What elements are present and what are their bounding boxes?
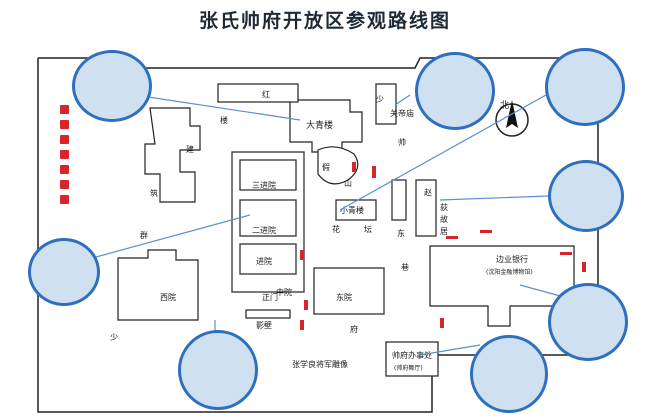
san-jin-yuan bbox=[239, 159, 297, 191]
label-san-jin-yuan: 三进院 bbox=[252, 180, 276, 190]
label-office-sub: (帅府舞厅) bbox=[394, 364, 423, 372]
label-tan: 坛 bbox=[364, 224, 372, 234]
west-building-cluster bbox=[144, 107, 201, 203]
label-guan-di-miao: 关帝庙 bbox=[390, 108, 414, 118]
label-jin-yuan: 进院 bbox=[256, 256, 272, 266]
label-bank-sub: (沈阳金融博物馆) bbox=[486, 268, 533, 276]
photo-icon bbox=[415, 52, 495, 130]
ying-bi bbox=[245, 309, 291, 319]
label-xiang: 巷 bbox=[401, 263, 409, 272]
er-jin-yuan bbox=[239, 199, 297, 237]
xiao-qing-lou-building bbox=[335, 199, 377, 221]
da-qing-lou-building bbox=[289, 99, 363, 153]
bank-building bbox=[429, 245, 575, 327]
north-arrow-icon: 北 bbox=[495, 100, 529, 137]
label-dong: 东 bbox=[397, 228, 405, 238]
west-courtyard bbox=[117, 249, 199, 321]
east-lane-building bbox=[391, 179, 407, 221]
label-dong-yuan: 东院 bbox=[336, 292, 352, 302]
label-bank: 边业银行 bbox=[496, 254, 528, 264]
label-xi-yuan: 西院 bbox=[160, 292, 176, 302]
red-building bbox=[217, 83, 299, 103]
page-title: 张氏帅府开放区参观路线图 bbox=[198, 10, 451, 32]
label-shuai: 帅 bbox=[398, 137, 406, 147]
label-hua: 花 bbox=[332, 224, 340, 234]
label-shao: 少 bbox=[376, 95, 384, 104]
label-xiao-qing-lou: 小青楼 bbox=[340, 205, 364, 215]
label-statue: 张学良将军雕像 bbox=[292, 359, 348, 369]
label-zhong-yuan: 中院 bbox=[276, 287, 292, 297]
label-da-qing-lou: 大青楼 bbox=[306, 119, 333, 131]
photo-icon bbox=[178, 330, 258, 410]
photo-icon bbox=[28, 238, 100, 306]
photo-icon bbox=[72, 50, 152, 122]
rockery bbox=[317, 146, 359, 185]
label-zhu: 筑 bbox=[150, 188, 158, 198]
label-qun: 群 bbox=[140, 230, 148, 240]
label-shao-bottom: 少 bbox=[110, 333, 118, 342]
zhao-residence bbox=[415, 179, 437, 237]
photo-icon bbox=[470, 335, 548, 413]
guan-di-miao bbox=[375, 83, 397, 125]
label-jian: 建 bbox=[186, 144, 194, 154]
label-lou: 楼 bbox=[220, 115, 228, 125]
east-courtyard bbox=[313, 267, 385, 315]
photo-icon bbox=[545, 48, 625, 126]
label-shan: 山 bbox=[344, 178, 352, 188]
label-huo: 荻 bbox=[440, 202, 448, 212]
label-jia: 假 bbox=[322, 163, 330, 172]
label-gu: 故 bbox=[440, 214, 448, 224]
route-markers bbox=[300, 162, 586, 330]
yi-jin-yuan bbox=[239, 243, 297, 275]
label-office: 帅府办事处 bbox=[392, 350, 432, 360]
legend-icon bbox=[60, 105, 70, 210]
label-fu: 府 bbox=[350, 324, 358, 334]
office-building bbox=[385, 341, 439, 377]
label-zhao: 赵 bbox=[424, 187, 432, 197]
photo-icon bbox=[548, 283, 628, 361]
label-er-jin-yuan: 二进院 bbox=[252, 225, 276, 235]
label-red: 红 bbox=[262, 89, 270, 99]
label-north: 北 bbox=[500, 100, 509, 111]
label-ju: 居 bbox=[440, 227, 448, 236]
label-zheng-men: 正门 bbox=[262, 292, 278, 302]
photo-icon bbox=[548, 160, 624, 232]
label-ying-bi: 影壁 bbox=[256, 320, 272, 330]
